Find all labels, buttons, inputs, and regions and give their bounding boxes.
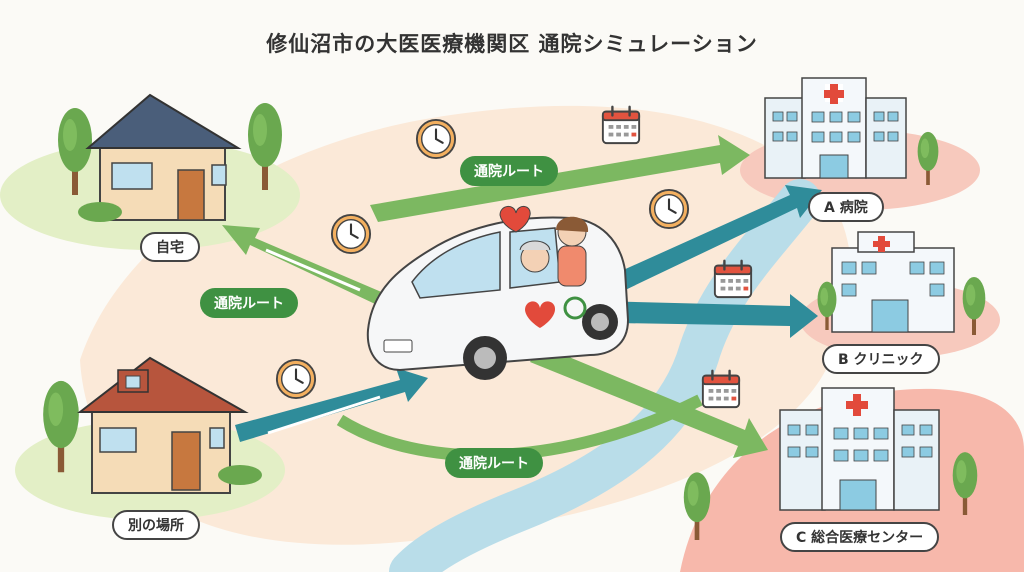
route-label: 通院ルート bbox=[460, 156, 558, 186]
arrow-to-center-c bbox=[530, 345, 768, 458]
location-label-center-c: C 総合医療センター bbox=[780, 522, 940, 552]
heart-icon bbox=[499, 206, 531, 233]
house-icon bbox=[43, 356, 262, 494]
clock-icon bbox=[275, 358, 317, 400]
clock-icon bbox=[648, 188, 690, 230]
route-arrows bbox=[222, 135, 822, 462]
location-label-other-place: 別の場所 bbox=[112, 510, 200, 540]
hospital-icon bbox=[683, 387, 978, 540]
arrow-to-hospital-a bbox=[370, 135, 750, 222]
clinic-icon bbox=[817, 231, 986, 335]
location-label-home: 自宅 bbox=[140, 232, 200, 262]
arrow-teal-other bbox=[235, 368, 428, 442]
route-label: 通院ルート bbox=[200, 288, 298, 318]
calendar-icon bbox=[701, 369, 741, 409]
route-label: 通院ルート bbox=[445, 448, 543, 478]
clock-icon bbox=[330, 213, 372, 255]
page-title: 修仙沼市の大医医療機関区 通院シミュレーション bbox=[266, 32, 758, 56]
calendar-icon bbox=[601, 105, 641, 145]
car-icon bbox=[366, 216, 630, 380]
house-icon bbox=[58, 93, 282, 222]
calendar-icon bbox=[713, 259, 753, 299]
location-label-hospital-a: A 病院 bbox=[808, 192, 884, 222]
arrow-teal-upper bbox=[590, 185, 822, 302]
heart-icon bbox=[525, 301, 556, 328]
clock-icon bbox=[415, 118, 457, 160]
hospital-icon bbox=[764, 77, 939, 185]
location-label-clinic-b: B クリニック bbox=[822, 344, 940, 374]
